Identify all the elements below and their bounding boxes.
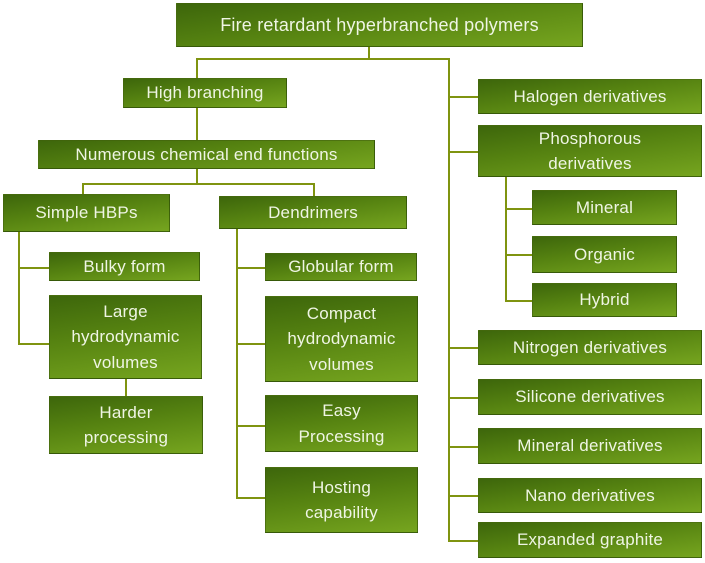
compact-hydrodynamic-volumes-box: Compact hydrodynamic volumes: [265, 296, 418, 382]
nano-derivatives-box: Nano derivatives: [478, 478, 702, 513]
organic-box: Organic: [532, 236, 677, 273]
bulky-form-label: Bulky form: [83, 256, 166, 276]
connector-line: [236, 497, 265, 499]
connector-line: [196, 58, 198, 78]
simple-hbps-box: Simple HBPs: [3, 194, 170, 232]
connector-line: [82, 183, 313, 185]
connector-line: [448, 96, 478, 98]
connector-line: [18, 343, 49, 345]
numerous-chemical-end-functions-box: Numerous chemical end functions: [38, 140, 375, 169]
dendrimers-box: Dendrimers: [219, 196, 407, 229]
connector-line: [448, 446, 478, 448]
connector-line: [448, 58, 450, 540]
connector-line: [196, 107, 198, 140]
hosting-capability-label: Hosting capability: [305, 477, 378, 523]
easy-processing-label: Easy Processing: [298, 401, 385, 446]
connector-line: [196, 58, 448, 60]
globular-form-box: Globular form: [265, 253, 417, 281]
mineral-derivatives-label: Mineral derivatives: [517, 436, 663, 456]
connector-line: [448, 397, 478, 399]
halogen-derivatives-label: Halogen derivatives: [513, 86, 667, 106]
connector-line: [368, 45, 370, 58]
connector-line: [448, 347, 478, 349]
connector-line: [448, 495, 478, 497]
high-branching-label: High branching: [146, 83, 264, 103]
compact-hydrodynamic-volumes-label: Compact hydrodynamic volumes: [287, 303, 396, 374]
connector-line: [448, 540, 478, 542]
connector-line: [18, 267, 49, 269]
expanded-graphite-box: Expanded graphite: [478, 522, 702, 558]
connector-line: [125, 379, 127, 396]
connector-line: [505, 208, 532, 210]
title-label: Fire retardant hyperbranched polymers: [220, 14, 539, 35]
silicone-derivatives-box: Silicone derivatives: [478, 379, 702, 415]
phosphorous-derivatives-label: Phosphorous derivatives: [538, 128, 642, 174]
nitrogen-derivatives-label: Nitrogen derivatives: [512, 337, 668, 357]
numerous-chemical-end-functions-label: Numerous chemical end functions: [75, 144, 338, 164]
halogen-derivatives-box: Halogen derivatives: [478, 79, 702, 114]
organic-label: Organic: [574, 244, 635, 264]
connector-line: [505, 254, 532, 256]
mineral-box: Mineral: [532, 190, 677, 225]
expanded-graphite-label: Expanded graphite: [516, 530, 664, 550]
connector-line: [505, 177, 507, 300]
large-hydrodynamic-volumes-box: Large hydrodynamic volumes: [49, 295, 202, 379]
harder-processing-box: Harder processing: [49, 396, 203, 454]
mineral-derivatives-box: Mineral derivatives: [478, 428, 702, 464]
large-hydrodynamic-volumes-label: Large hydrodynamic volumes: [71, 301, 180, 372]
nano-derivatives-label: Nano derivatives: [525, 485, 655, 505]
hybrid-box: Hybrid: [532, 283, 677, 317]
connector-line: [448, 151, 478, 153]
connector-line: [18, 231, 20, 343]
nitrogen-derivatives-box: Nitrogen derivatives: [478, 330, 702, 365]
connector-line: [236, 229, 238, 497]
hybrid-label: Hybrid: [579, 290, 630, 310]
connector-line: [236, 267, 265, 269]
dendrimers-label: Dendrimers: [268, 202, 358, 222]
easy-processing-box: Easy Processing: [265, 395, 418, 452]
mineral-label: Mineral: [575, 197, 634, 217]
connector-line: [196, 169, 198, 183]
phosphorous-derivatives-box: Phosphorous derivatives: [478, 125, 702, 177]
hosting-capability-box: Hosting capability: [265, 467, 418, 533]
connector-line: [236, 425, 265, 427]
high-branching-box: High branching: [123, 78, 287, 108]
title-box: Fire retardant hyperbranched polymers: [176, 3, 583, 47]
connector-line: [236, 343, 265, 345]
simple-hbps-label: Simple HBPs: [35, 203, 138, 223]
harder-processing-label: Harder processing: [83, 402, 169, 448]
connector-line: [82, 183, 84, 194]
bulky-form-box: Bulky form: [49, 252, 200, 281]
silicone-derivatives-label: Silicone derivatives: [515, 387, 665, 407]
globular-form-label: Globular form: [288, 257, 394, 277]
connector-line: [505, 300, 532, 302]
connector-line: [313, 183, 315, 196]
